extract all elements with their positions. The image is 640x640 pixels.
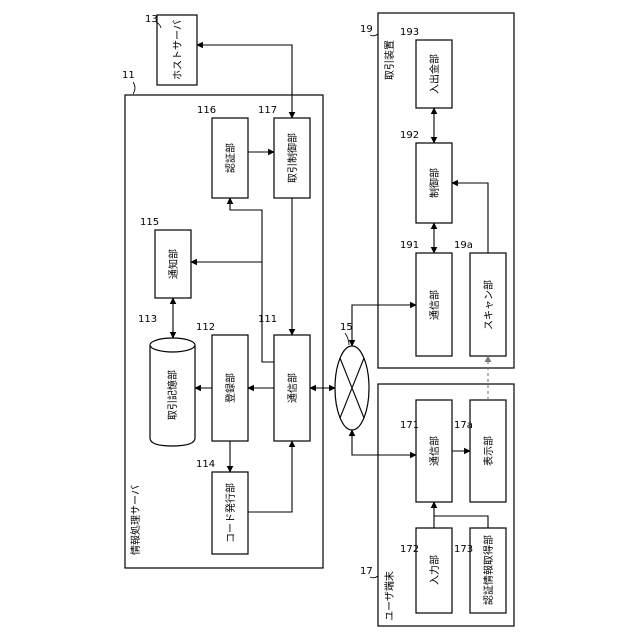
- trans-ctrl-label: 取引制御部: [286, 133, 299, 183]
- auth-unit-ref: 116: [197, 105, 216, 116]
- display-unit-label: 表示部: [482, 436, 495, 466]
- cash-unit-label: 入出金部: [428, 54, 441, 94]
- code-issue-block: コード発行部 114: [196, 459, 248, 554]
- device-ctrl-label: 制御部: [428, 168, 441, 198]
- display-unit-ref: 17a: [454, 420, 473, 431]
- storage-ref: 113: [138, 314, 157, 325]
- register-block: 登録部 112: [196, 322, 248, 441]
- auth-acq-ref: 173: [454, 544, 473, 555]
- code-issue-label: コード発行部: [224, 483, 237, 543]
- code-issue-ref: 114: [196, 459, 215, 470]
- input-unit-block: 入力部 172: [400, 528, 452, 613]
- input-unit-label: 入力部: [428, 555, 441, 585]
- server-comm-label: 通信部: [286, 373, 299, 403]
- info-server-ref: 11: [122, 70, 135, 81]
- notify-label: 通知部: [167, 249, 180, 279]
- network-node: 15: [310, 305, 416, 455]
- trade-device-ref: 19: [360, 24, 373, 35]
- notify-ref: 115: [140, 217, 159, 228]
- auth-acq-block: 認証情報取得部 173: [454, 528, 506, 613]
- host-server-ref: 13: [145, 14, 158, 25]
- cash-unit-ref: 193: [400, 27, 419, 38]
- storage-cylinder: 取引記憶部 113: [138, 314, 195, 446]
- terminal-comm-label: 通信部: [428, 436, 441, 466]
- register-label: 登録部: [224, 373, 237, 403]
- user-terminal-label: ユーザ端末: [383, 571, 396, 621]
- network-ref: 15: [340, 322, 353, 333]
- host-server-block: ホストサーバ 13: [145, 14, 197, 85]
- server-comm-ref: 111: [258, 314, 277, 325]
- trans-ctrl-ref: 117: [258, 105, 277, 116]
- device-ctrl-block: 制御部 192: [400, 130, 452, 223]
- storage-label: 取引記憶部: [166, 370, 179, 420]
- auth-acq-label: 認証情報取得部: [482, 535, 495, 605]
- user-terminal-ref: 17: [360, 566, 373, 577]
- device-comm-ref: 191: [400, 240, 419, 251]
- device-comm-block: 通信部 191: [400, 240, 452, 356]
- terminal-comm-block: 通信部 171: [400, 400, 452, 502]
- auth-unit-block: 認証部 116: [197, 105, 248, 198]
- trade-device-label: 取引装置: [383, 40, 396, 80]
- input-unit-ref: 172: [400, 544, 419, 555]
- cash-unit-block: 入出金部 193: [400, 27, 452, 108]
- register-ref: 112: [196, 322, 215, 333]
- scan-unit-label: スキャン部: [482, 280, 495, 330]
- scan-unit-ref: 19a: [454, 240, 473, 251]
- device-comm-label: 通信部: [428, 290, 441, 320]
- auth-unit-label: 認証部: [224, 143, 237, 173]
- scan-unit-block: スキャン部 19a: [454, 240, 506, 356]
- terminal-comm-ref: 171: [400, 420, 419, 431]
- device-ctrl-ref: 192: [400, 130, 419, 141]
- info-server-label: 情報処理サーバ: [129, 485, 142, 555]
- server-comm-block: 通信部 111: [258, 314, 310, 441]
- host-server-label: ホストサーバ: [172, 20, 184, 80]
- notify-block: 通知部 115: [140, 217, 191, 298]
